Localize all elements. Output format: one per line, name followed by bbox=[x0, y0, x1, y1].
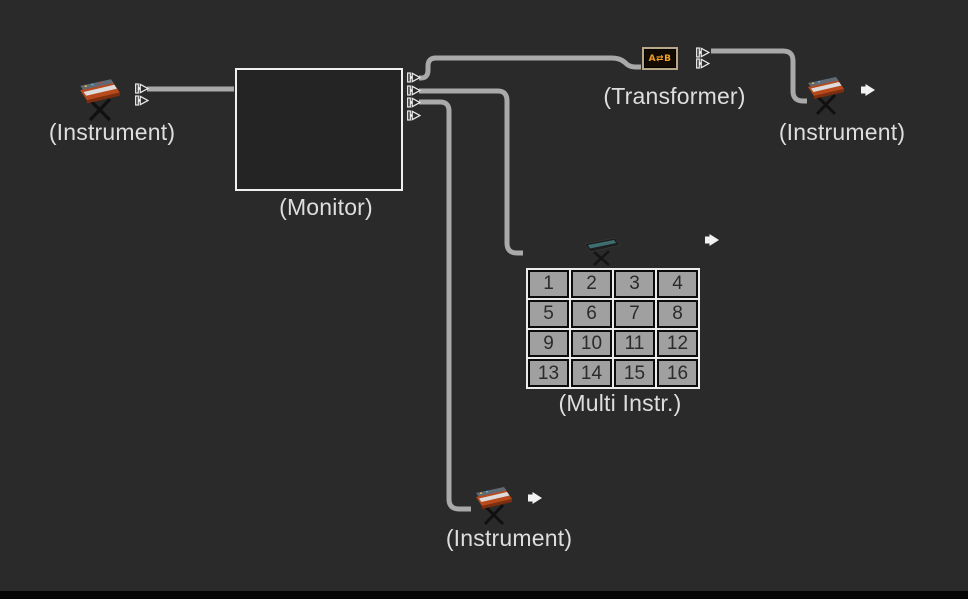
multi-instrument-object: 1 2 3 4 5 6 7 8 9 10 11 12 13 14 15 16 bbox=[526, 268, 700, 389]
keyboard-synth-icon[interactable] bbox=[78, 76, 122, 122]
cable-monitor-to-instrument-bottom[interactable] bbox=[419, 99, 471, 512]
multi-instrument-channel-cell[interactable]: 7 bbox=[614, 299, 655, 328]
multi-instrument-channel-cell[interactable]: 2 bbox=[571, 270, 612, 298]
output-arrow-solid-icon[interactable] bbox=[705, 234, 720, 246]
multi-instrument-channel-cell[interactable]: 6 bbox=[571, 299, 612, 328]
window-bottom-edge bbox=[0, 591, 968, 599]
multi-instrument-label: (Multi Instr.) bbox=[558, 390, 682, 416]
keyboard-dark-icon[interactable] bbox=[582, 235, 622, 267]
cable-monitor-to-multi-instrument[interactable] bbox=[419, 88, 523, 256]
instrument-left-label: (Instrument) bbox=[48, 119, 176, 145]
output-arrow-icon[interactable] bbox=[407, 110, 421, 121]
output-arrow-icon[interactable] bbox=[407, 97, 421, 108]
multi-instrument-channel-cell[interactable]: 14 bbox=[571, 359, 612, 387]
instrument-bottom-label: (Instrument) bbox=[445, 525, 573, 551]
output-arrow-icon[interactable] bbox=[407, 72, 421, 83]
multi-instrument-channel-cell[interactable]: 15 bbox=[614, 359, 655, 387]
transformer-object[interactable]: A⇄B bbox=[642, 47, 678, 70]
cable-transformer-to-instrument-top-right[interactable] bbox=[711, 48, 807, 104]
multi-instrument-channel-cell[interactable]: 1 bbox=[528, 270, 569, 298]
output-arrow-solid-icon[interactable] bbox=[528, 492, 543, 504]
multi-instrument-channel-cell[interactable]: 8 bbox=[657, 299, 698, 328]
monitor-label: (Monitor) bbox=[279, 194, 373, 220]
multi-instrument-channel-cell[interactable]: 4 bbox=[657, 270, 698, 298]
output-arrow-icon[interactable] bbox=[696, 47, 710, 58]
monitor-object[interactable] bbox=[235, 68, 403, 191]
multi-instrument-channel-cell[interactable]: 12 bbox=[657, 329, 698, 358]
multi-instrument-channel-cell[interactable]: 16 bbox=[657, 359, 698, 387]
keyboard-synth-icon[interactable] bbox=[806, 74, 846, 118]
output-arrow-icon[interactable] bbox=[696, 58, 710, 69]
multi-instrument-channel-cell[interactable]: 13 bbox=[528, 359, 569, 387]
multi-instrument-channel-cell[interactable]: 3 bbox=[614, 270, 655, 298]
multi-instrument-channel-cell[interactable]: 5 bbox=[528, 299, 569, 328]
instrument-top-right-label: (Instrument) bbox=[778, 119, 906, 145]
output-arrow-icon[interactable] bbox=[135, 83, 149, 94]
multi-instrument-channel-cell[interactable]: 10 bbox=[571, 329, 612, 358]
cable-monitor-to-transformer[interactable] bbox=[419, 55, 641, 81]
output-arrow-icon[interactable] bbox=[407, 85, 421, 96]
multi-instrument-channel-cell[interactable]: 9 bbox=[528, 329, 569, 358]
output-arrow-icon[interactable] bbox=[135, 95, 149, 106]
output-arrow-solid-icon[interactable] bbox=[861, 84, 876, 96]
keyboard-synth-icon[interactable] bbox=[474, 484, 514, 526]
transformer-label: (Transformer) bbox=[603, 83, 746, 109]
transformer-icon-text: A⇄B bbox=[648, 53, 672, 64]
multi-instrument-channel-cell[interactable]: 11 bbox=[614, 329, 655, 358]
